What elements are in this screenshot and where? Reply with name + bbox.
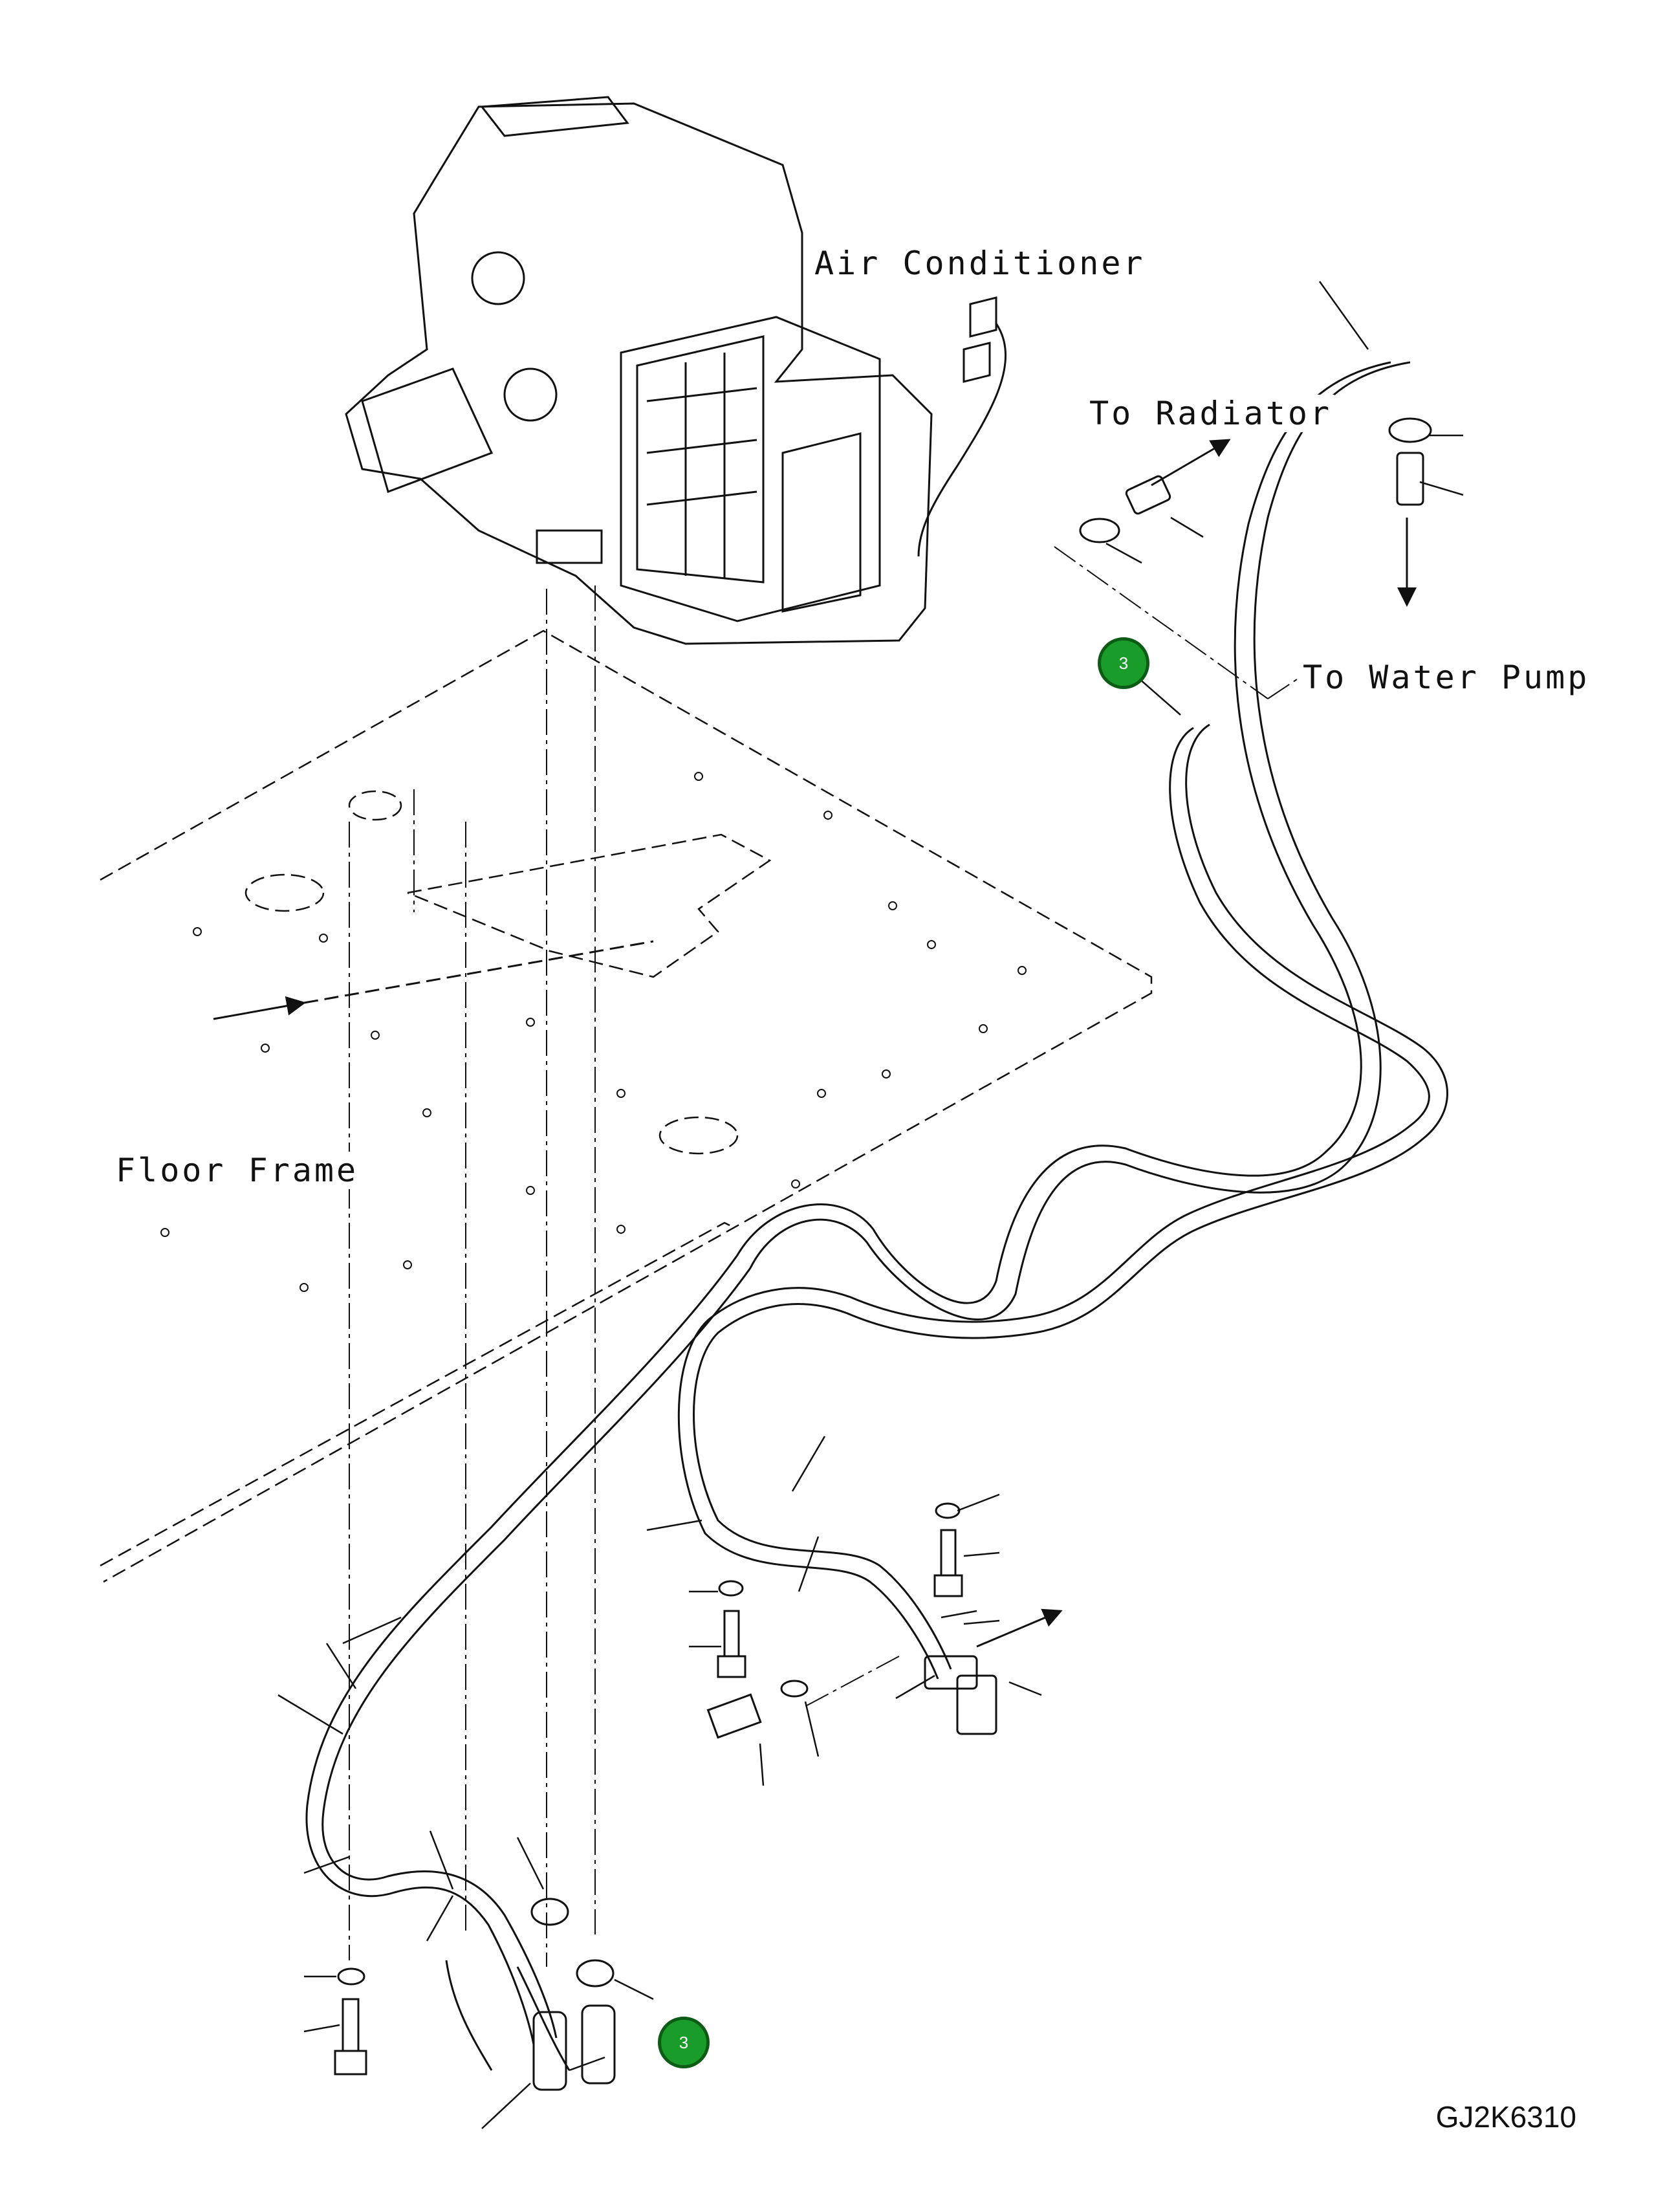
alignment-lines [349, 546, 1298, 1967]
to-radiator-label: To Radiator [1087, 395, 1335, 432]
to-water-pump-label: To Water Pump [1300, 659, 1593, 696]
air-conditioner-label: Air Conditioner [812, 245, 1148, 282]
callout-3-lower[interactable]: 3 [658, 2017, 710, 2068]
fittings-and-fasteners [334, 417, 1432, 2091]
air-conditioner-unit [345, 96, 1007, 645]
leader-lines [277, 281, 1464, 2129]
view-arrow-right [976, 1608, 1063, 1648]
floor-frame-label: Floor Frame [113, 1152, 362, 1189]
flow-arrows [213, 439, 1417, 1648]
to-radiator-arrow [1151, 439, 1231, 487]
heater-hoses [305, 361, 1448, 2071]
view-arrow-left [213, 996, 306, 1020]
drawing-code: GJ2K6310 [1435, 2100, 1576, 2134]
callout-3-upper[interactable]: 3 [1098, 637, 1149, 689]
floor-frame [100, 630, 1153, 1583]
floor-frame-holes [160, 772, 1027, 1292]
